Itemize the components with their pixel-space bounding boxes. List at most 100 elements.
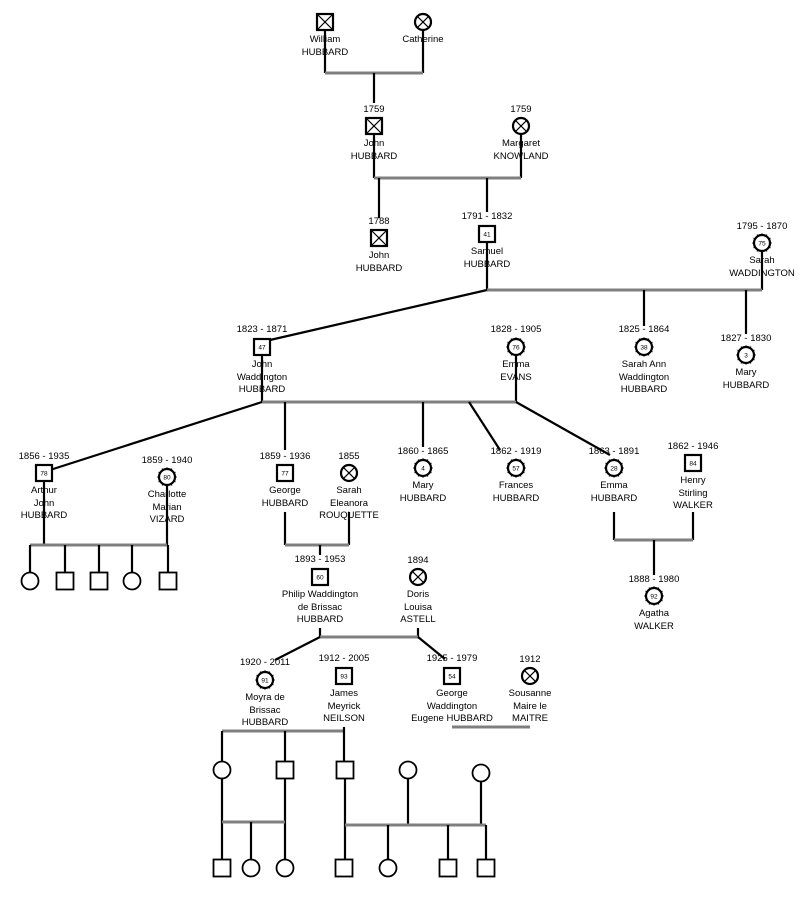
female-descendant-1[interactable]: [20, 571, 40, 591]
male-descendant-14[interactable]: [334, 858, 354, 878]
dial-tick: [657, 602, 660, 605]
surname: HUBBARD: [463, 258, 511, 270]
given-name-line: Sousanne: [508, 688, 552, 699]
male-descendant-11[interactable]: [212, 858, 232, 878]
male-descendant-5[interactable]: [158, 571, 178, 591]
male-descendant-2[interactable]: [55, 571, 75, 591]
male-descendant-7[interactable]: [275, 760, 295, 780]
given-name-line: Eleanora: [329, 497, 369, 509]
dial-tick: [522, 341, 525, 344]
person-samuel[interactable]: 41: [477, 224, 497, 244]
age-at-death: 92: [650, 594, 658, 601]
dial-tick: [256, 674, 259, 677]
dial-tick: [426, 474, 429, 477]
person-sarahr[interactable]: [339, 463, 359, 483]
person-catherine[interactable]: [413, 12, 433, 32]
female-descendant-12[interactable]: [241, 858, 261, 878]
deceased-cross: [370, 229, 388, 247]
dial-tick: [507, 462, 510, 465]
person-margaret[interactable]: [511, 116, 531, 136]
person-john1788[interactable]: [369, 228, 389, 248]
person-george1859[interactable]: 77: [275, 463, 295, 483]
male-symbol: [438, 858, 458, 878]
female-descendant-6[interactable]: [212, 760, 232, 780]
person-william[interactable]: [315, 12, 335, 32]
dial-tick: [650, 341, 653, 344]
person-emma[interactable]: 76: [506, 337, 526, 357]
female-descendant-13[interactable]: [275, 858, 295, 878]
dial-tick: [507, 471, 510, 474]
dial-tick: [617, 459, 620, 462]
dial-tick: [608, 459, 611, 462]
given-name-line: Arthur: [31, 485, 57, 496]
deceased-cross: [316, 13, 334, 31]
male-symbol: [442, 666, 462, 686]
surname: MAITRE: [512, 713, 548, 724]
person-sarahann[interactable]: 38: [634, 337, 654, 357]
person-mary1860[interactable]: 4: [413, 458, 433, 478]
dial-tick: [426, 459, 429, 462]
life-dates: 1859 - 1936: [259, 451, 311, 462]
dial-tick: [768, 237, 771, 240]
life-dates: 1862 - 1919: [490, 446, 542, 457]
male-symbol: [212, 858, 232, 878]
surname: WADDINGTON: [729, 267, 795, 279]
person-johnw[interactable]: 47: [252, 337, 272, 357]
life-dates: 1856 - 1935: [18, 451, 70, 462]
person-sousanne[interactable]: [520, 666, 540, 686]
person-james[interactable]: 93: [334, 666, 354, 686]
person-doris[interactable]: [408, 567, 428, 587]
dial-tick: [161, 468, 164, 471]
female-descendant-9[interactable]: [398, 760, 418, 780]
dial-tick: [429, 471, 432, 474]
deceased-cross: [365, 117, 383, 135]
person-mary1827[interactable]: 3: [736, 345, 756, 365]
life-dates: 1920 - 2011: [239, 657, 291, 668]
deceased-cross: [416, 15, 430, 29]
dial-tick: [749, 346, 752, 349]
dial-tick: [605, 471, 608, 474]
dial-tick: [635, 350, 638, 353]
female-descendant-4[interactable]: [122, 571, 142, 591]
given-name-line: Doris: [406, 589, 430, 600]
dial-tick: [173, 471, 176, 474]
dial-tick: [660, 599, 663, 602]
person-henry[interactable]: 84: [683, 453, 703, 473]
dial-tick: [268, 671, 271, 674]
person-john1759[interactable]: [364, 116, 384, 136]
descent-line: [274, 636, 321, 661]
female-descendant-10[interactable]: [471, 763, 491, 783]
person-sarahw[interactable]: 75: [752, 233, 772, 253]
person-frances[interactable]: 57: [506, 458, 526, 478]
surname: HUBBARD: [350, 150, 398, 162]
age-at-death: 57: [512, 466, 520, 473]
male-descendant-8[interactable]: [335, 760, 355, 780]
given-name-line: William: [309, 34, 341, 45]
dial-tick: [752, 349, 755, 352]
male-descendant-16[interactable]: [438, 858, 458, 878]
female-symbol: [471, 763, 491, 783]
person-george1925[interactable]: 54: [442, 666, 462, 686]
given-name-line: Marian: [152, 501, 182, 513]
male-descendant-3[interactable]: [89, 571, 109, 591]
dial-tick: [608, 474, 611, 477]
female-descendant-15[interactable]: [378, 858, 398, 878]
person-charlotte[interactable]: 80: [157, 467, 177, 487]
person-emma1863[interactable]: 28: [604, 458, 624, 478]
dial-tick: [170, 483, 173, 486]
dial-tick: [749, 361, 752, 364]
dial-tick: [753, 246, 756, 249]
person-agatha[interactable]: 92: [644, 586, 664, 606]
dial-tick: [740, 346, 743, 349]
surname: HUBBARD: [238, 384, 286, 395]
person-philip[interactable]: 60: [310, 567, 330, 587]
descent-line: [417, 636, 446, 660]
male-descendant-17[interactable]: [476, 858, 496, 878]
surname: EVANS: [500, 371, 532, 383]
person-moyra[interactable]: 91: [255, 670, 275, 690]
person-arthur[interactable]: 78: [34, 463, 54, 483]
dial-tick: [161, 483, 164, 486]
dial-tick: [648, 602, 651, 605]
